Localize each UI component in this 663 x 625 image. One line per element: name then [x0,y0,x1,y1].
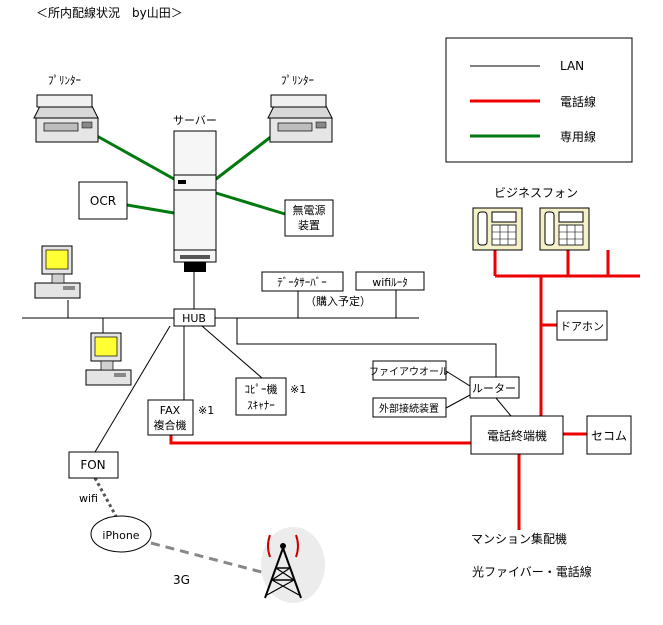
fon-box [68,451,119,479]
printer-left-icon [33,94,99,143]
lan-hub-copier [201,325,263,379]
firewall-label: ファイアウオール [369,366,449,378]
legend: LAN 電話線 専用線 [445,37,633,163]
three-g-label: 3G [173,573,190,587]
doorphone-box [556,310,608,341]
printer-right-icon [267,94,333,143]
dedicated-printer-left [96,134,175,181]
iphone-label: iPhone [102,529,139,542]
fax-box [147,399,194,436]
mansion-label: マンション集配機 [471,531,567,546]
diagram-title: ＜所内配線状況 by山田＞ [36,5,183,20]
pc-top-icon [34,245,81,299]
lan-connections [22,272,587,453]
doorphone-label: ドアホン [560,320,604,333]
printer-right-label: ﾌﾟﾘﾝﾀｰ [281,74,314,87]
business-phone-1-icon [472,207,523,251]
ups-box [284,199,334,237]
cellular-link [150,541,274,577]
lan-router-terminal [495,397,512,417]
fax-note: ※1 [198,404,214,417]
dedicated-ups [215,191,286,216]
iphone-ellipse [90,515,152,553]
lan-external-router [445,394,471,409]
fon-label: FON [80,458,105,472]
secom-box [586,415,632,455]
router-label: ルーター [472,382,516,395]
ocr-label: OCR [90,194,116,208]
server-icon [173,130,217,272]
wifi-router-label: wifiﾙｰﾀ [372,276,407,289]
purchase-note: （購入予定） [305,294,371,308]
phone-terminal-label: 電話終端機 [487,428,547,443]
legend-phone-label: 電話線 [560,94,596,109]
cell-tower-icon [261,527,325,603]
phone-fax [169,419,471,445]
data-server-label: ﾃﾞｰﾀｻｰﾊﾞｰ [277,276,327,289]
lan-firewall-router [445,370,471,387]
ups-label-1: 無電源 [293,203,326,217]
lan-hub-router [236,318,497,377]
printer-left-label: ﾌﾟﾘﾝﾀｰ [48,74,81,87]
wifi-router-box [355,271,425,291]
dedicated-printer-right [215,134,273,181]
external-label: 外部接続装置 [379,402,439,415]
router-box [469,376,520,399]
dedicated-ocr [126,203,175,215]
server-label: サーバー [173,114,217,127]
business-phone-label: ビジネスフォン [494,186,578,200]
firewall-box [372,360,447,381]
legend-lan-label: LAN [560,59,584,73]
phone-terminal-box [470,415,564,455]
fax-label-1: FAX [160,404,181,417]
fax-label-2: 複合機 [154,418,187,432]
ups-label-2: 装置 [298,219,320,232]
dedicated-connections [96,134,286,216]
wifi-label: wifi [79,492,98,505]
business-phone-2-icon [539,207,590,251]
copier-label-2: ｽｷｬﾅｰ [247,399,275,412]
fiber-label: 光ファイバー・電話線 [472,564,592,579]
lan-hub-fon [94,325,171,453]
hub-label: HUB [182,312,206,325]
external-box [372,397,447,418]
copier-label-1: ｺﾋﾟｰ機 [245,382,278,396]
legend-dedicated-label: 専用線 [560,129,596,144]
copier-note: ※1 [290,383,306,396]
ocr-box [78,181,128,220]
copier-box [235,377,287,416]
hub-box [173,308,216,327]
wifi-link [93,477,119,519]
pc-bottom-icon [85,332,132,386]
data-server-box [261,271,344,292]
secom-label: セコム [591,429,627,443]
